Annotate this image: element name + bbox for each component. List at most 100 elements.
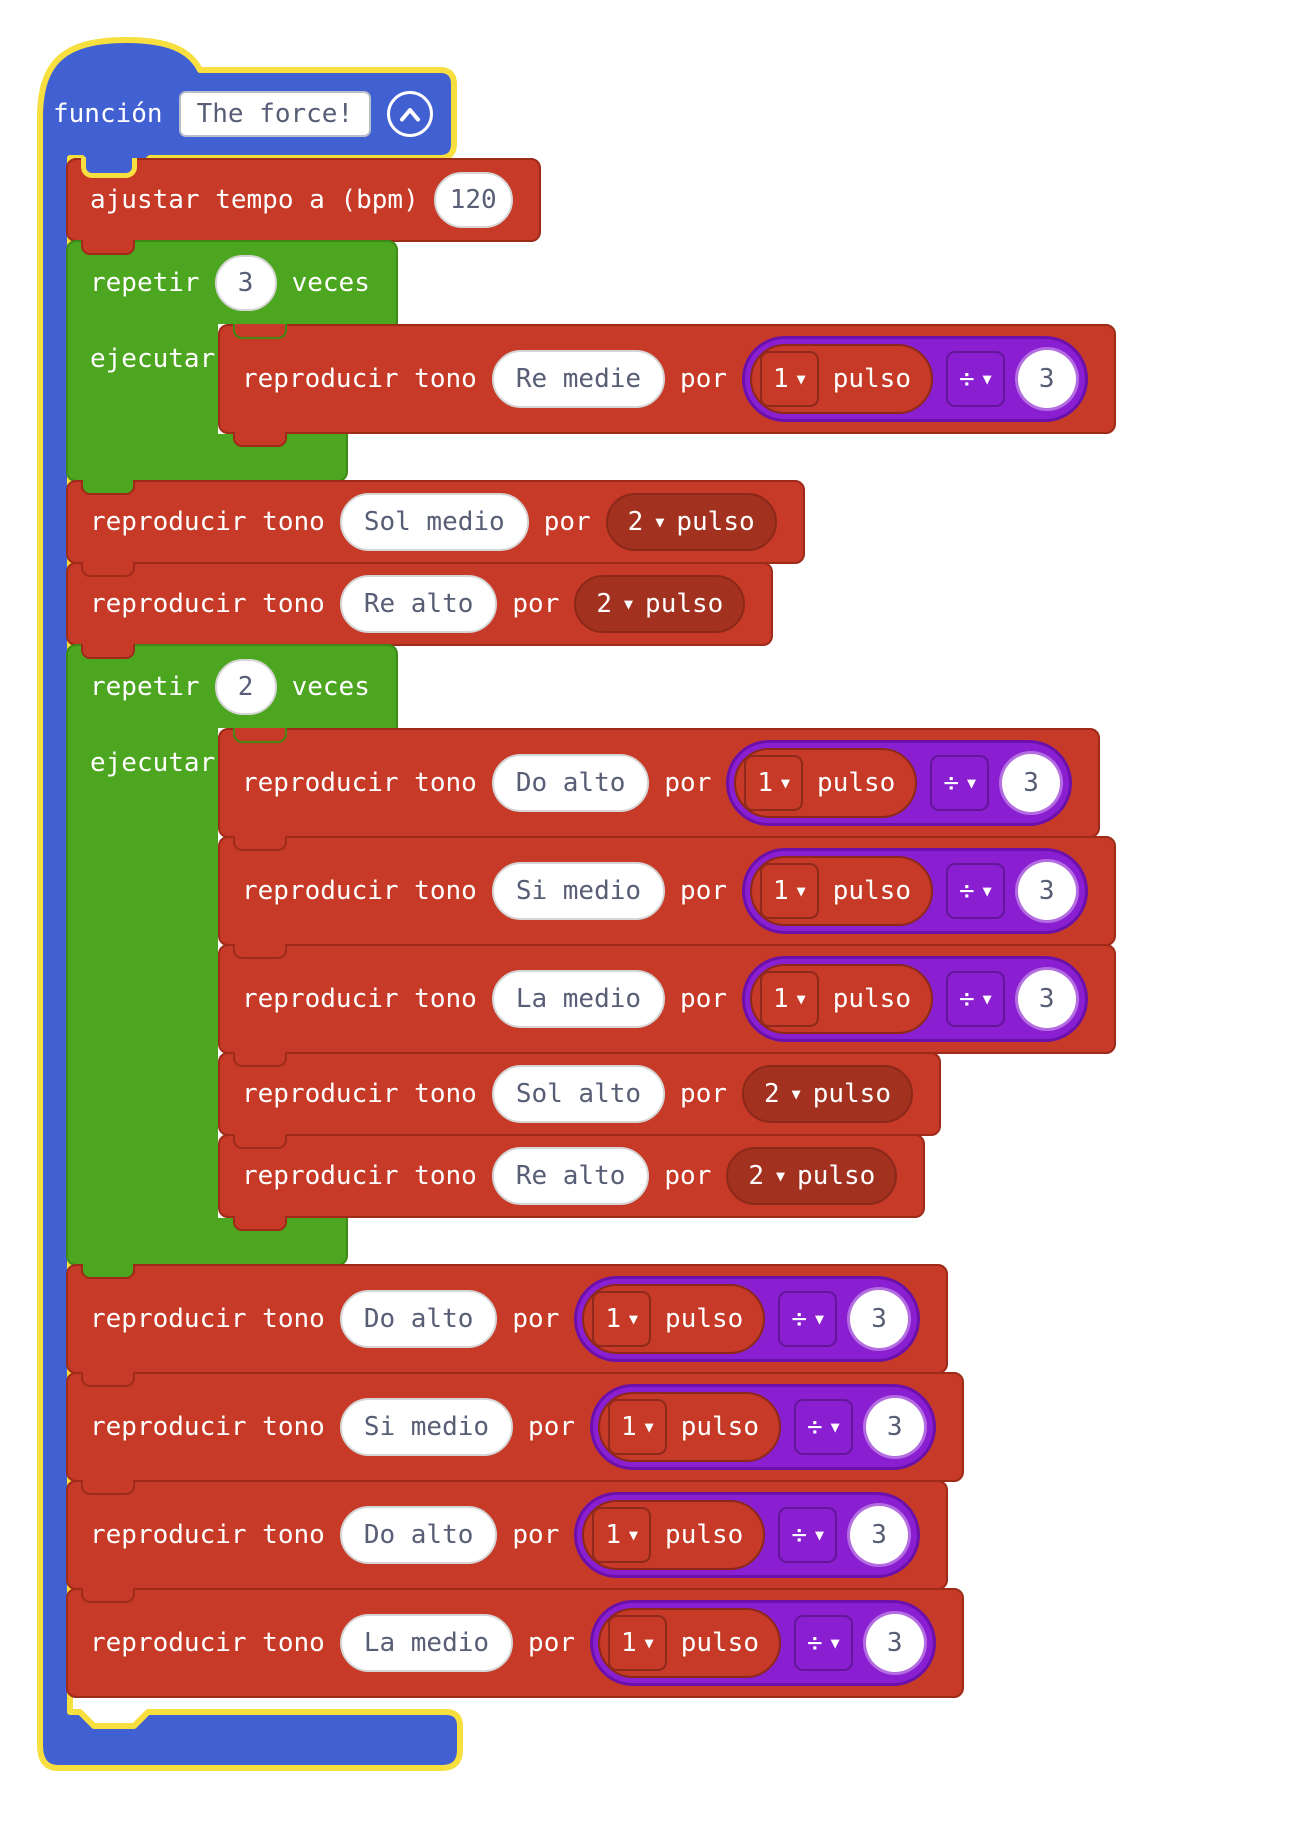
statement-stack: ajustar tempo a (bpm) 120 repetir 3 vece… (66, 158, 1116, 1698)
repeat-header[interactable]: repetir 2 veces (66, 644, 398, 728)
note-dropdown[interactable]: La medio (491, 970, 666, 1028)
note-dropdown[interactable]: Sol medio (339, 493, 529, 551)
set-tempo-block[interactable]: ajustar tempo a (bpm) 120 (66, 158, 541, 242)
repeat-footer[interactable] (66, 432, 348, 482)
play-tone-label: reproducir tono (90, 1520, 325, 1550)
note-dropdown[interactable]: Si medio (339, 1398, 514, 1456)
beats-dropdown[interactable]: 1 (592, 1507, 652, 1563)
collapse-button[interactable] (387, 91, 434, 137)
note-dropdown[interactable]: Re alto (339, 575, 498, 633)
play-tone-block[interactable]: reproducir tono Re alto por 2pulso (218, 1134, 926, 1218)
beats-dropdown[interactable]: 1 (760, 863, 819, 919)
tempo-value-field[interactable]: 120 (433, 172, 513, 228)
play-tone-block[interactable]: reproducir tono Si medio por 1 pulso ÷ 3 (66, 1372, 964, 1482)
repeat-body: ejecutar reproducir tono Do alto por 1 (66, 728, 1116, 1218)
division-expression-block[interactable]: 1 pulso ÷ 3 (574, 1276, 921, 1362)
note-dropdown[interactable]: La medio (339, 1614, 514, 1672)
divisor-field[interactable]: 3 (850, 1290, 909, 1348)
por-label: por (528, 1412, 576, 1442)
beat-fraction-block[interactable]: 1 pulso (598, 1392, 781, 1462)
divisor-field[interactable]: 3 (850, 1506, 909, 1564)
note-dropdown[interactable]: Do alto (491, 754, 650, 812)
repeat-block[interactable]: repetir 3 veces ejecutar reproducir tono… (66, 240, 1116, 482)
division-expression-block[interactable]: 1 pulso ÷ 3 (726, 740, 1073, 826)
beats-dropdown[interactable]: 1 (744, 755, 804, 811)
beat-fraction-block[interactable]: 1 pulso (598, 1608, 781, 1678)
operator-dropdown[interactable]: ÷ (793, 1615, 853, 1671)
play-tone-block[interactable]: reproducir tono La medio por 1 pulso ÷ 3 (66, 1588, 964, 1698)
beat-fraction-block[interactable]: 1 pulso (582, 1500, 766, 1570)
play-tone-block[interactable]: reproducir tono Re medie por 1 pulso (218, 324, 1116, 434)
beats-dropdown[interactable]: 1 (760, 971, 819, 1027)
duration-dropdown[interactable]: 2pulso (742, 1065, 913, 1123)
play-tone-block[interactable]: reproducir tono La medio por 1 pulso (218, 944, 1116, 1054)
repeat-label: repetir (90, 268, 200, 298)
operator-dropdown[interactable]: ÷ (945, 351, 1005, 407)
divisor-field[interactable]: 3 (865, 1398, 924, 1456)
chevron-up-icon (400, 107, 421, 121)
beat-fraction-block[interactable]: 1 pulso (750, 856, 933, 926)
divisor-field[interactable]: 3 (1017, 970, 1076, 1028)
note-dropdown[interactable]: Do alto (339, 1290, 498, 1348)
duration-dropdown[interactable]: 2pulso (726, 1147, 898, 1205)
play-tone-block[interactable]: reproducir tono Re alto por 2pulso (66, 562, 774, 646)
operator-dropdown[interactable]: ÷ (945, 971, 1005, 1027)
division-expression-block[interactable]: 1 pulso ÷ 3 (742, 336, 1088, 422)
note-dropdown[interactable]: Si medio (491, 862, 666, 920)
function-name-field[interactable]: The force! (178, 91, 372, 137)
beat-fraction-block[interactable]: 1 pulso (750, 344, 933, 414)
note-dropdown[interactable]: Sol alto (491, 1065, 666, 1123)
play-tone-block[interactable]: reproducir tono Do alto por 1 pulso ÷ 3 (66, 1264, 949, 1374)
play-tone-block[interactable]: reproducir tono Do alto por 1 pulso ÷ 3 (66, 1480, 949, 1590)
play-tone-block[interactable]: reproducir tono Sol medio por 2pulso (66, 480, 805, 564)
dropdown-caret-icon (831, 1636, 840, 1651)
divisor-field[interactable]: 3 (1017, 862, 1076, 920)
times-label: veces (291, 672, 370, 702)
operator-dropdown[interactable]: ÷ (778, 1507, 838, 1563)
division-expression-block[interactable]: 1 pulso ÷ 3 (742, 848, 1088, 934)
repeat-count-field[interactable]: 3 (214, 255, 277, 311)
function-keyword-label: función (53, 99, 163, 129)
repeat-block[interactable]: repetir 2 veces ejecutar reproducir tono… (66, 644, 1116, 1266)
operator-dropdown[interactable]: ÷ (930, 755, 990, 811)
duration-dropdown[interactable]: 2pulso (574, 575, 746, 633)
division-expression-block[interactable]: 1 pulso ÷ 3 (590, 1600, 936, 1686)
dropdown-caret-icon (831, 1420, 840, 1435)
note-dropdown[interactable]: Re medie (491, 350, 666, 408)
operator-dropdown[interactable]: ÷ (778, 1291, 838, 1347)
repeat-children: reproducir tono Re medie por 1 pulso (218, 324, 1116, 434)
beats-dropdown[interactable]: 1 (760, 351, 819, 407)
repeat-count-field[interactable]: 2 (214, 659, 277, 715)
play-tone-block[interactable]: reproducir tono Do alto por 1 pulso (218, 728, 1101, 838)
beats-dropdown[interactable]: 1 (592, 1291, 652, 1347)
dropdown-caret-icon (624, 597, 633, 612)
operator-dropdown[interactable]: ÷ (945, 863, 1005, 919)
beats-dropdown[interactable]: 1 (608, 1615, 667, 1671)
pulso-label: pulso (665, 1304, 744, 1334)
division-expression-block[interactable]: 1 pulso ÷ 3 (590, 1384, 936, 1470)
repeat-footer[interactable] (66, 1216, 348, 1266)
play-tone-block[interactable]: reproducir tono Si medio por 1 pulso (218, 836, 1116, 946)
beat-fraction-block[interactable]: 1 pulso (750, 964, 933, 1034)
operator-dropdown[interactable]: ÷ (793, 1399, 853, 1455)
play-tone-block[interactable]: reproducir tono Sol alto por 2pulso (218, 1052, 941, 1136)
beat-fraction-block[interactable]: 1 pulso (582, 1284, 766, 1354)
note-dropdown[interactable]: Re alto (491, 1147, 650, 1205)
duration-dropdown[interactable]: 2pulso (605, 493, 777, 551)
divisor-field[interactable]: 3 (1017, 350, 1076, 408)
execute-label: ejecutar (90, 748, 216, 778)
note-dropdown[interactable]: Do alto (339, 1506, 498, 1564)
division-expression-block[interactable]: 1 pulso ÷ 3 (742, 956, 1088, 1042)
function-definition-header[interactable]: función The force! (37, 72, 455, 156)
execute-label: ejecutar (90, 344, 216, 374)
repeat-header[interactable]: repetir 3 veces (66, 240, 398, 324)
beat-fraction-block[interactable]: 1 pulso (734, 748, 918, 818)
divisor-field[interactable]: 3 (1002, 754, 1061, 812)
division-expression-block[interactable]: 1 pulso ÷ 3 (574, 1492, 921, 1578)
beats-dropdown[interactable]: 1 (608, 1399, 667, 1455)
function-c-shape[interactable] (37, 37, 463, 1771)
divisor-field[interactable]: 3 (865, 1614, 924, 1672)
block-notch (81, 1480, 135, 1495)
